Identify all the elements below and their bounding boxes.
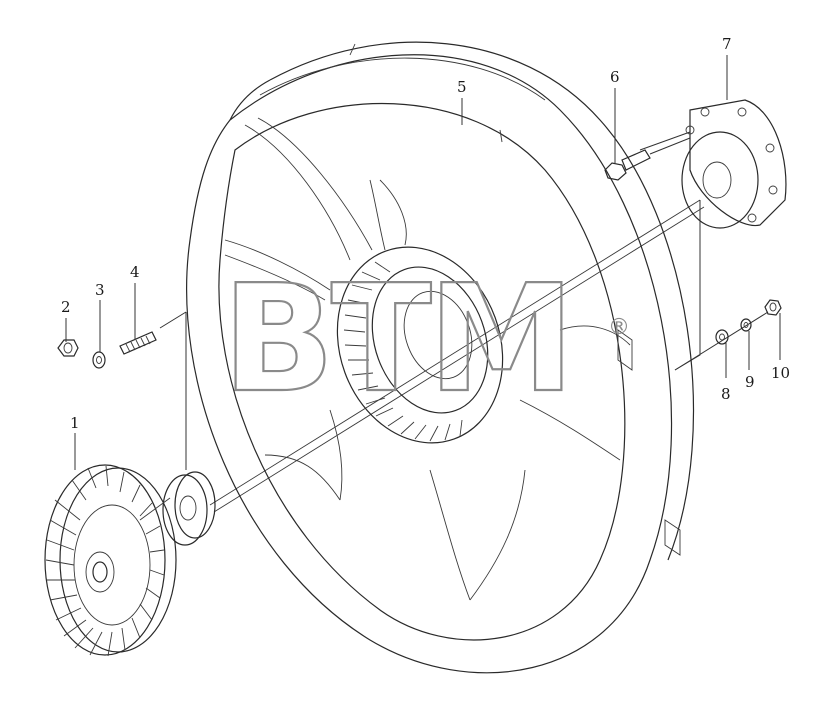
- callout-6: 6: [610, 68, 620, 86]
- callout-8: 8: [721, 385, 731, 403]
- callout-numbers: 1 2 3 4 5 6 7 8 9 10: [61, 35, 790, 432]
- watermark-text: BTM: [222, 253, 571, 425]
- callout-9: 9: [745, 373, 755, 391]
- flange-part-7: [681, 99, 787, 229]
- stud-part-4: [119, 331, 157, 355]
- nut-part-2: [57, 339, 79, 357]
- callout-4: 4: [130, 263, 140, 281]
- bolt-part-6: [604, 137, 691, 181]
- fan-assembly: [186, 41, 695, 674]
- washer-part-8: [715, 329, 729, 345]
- callout-7: 7: [722, 35, 732, 53]
- lock-washer-part-9: [740, 318, 752, 332]
- nut-part-10: [764, 299, 782, 316]
- fan-clutch: [44, 464, 216, 657]
- registered-mark: ®: [608, 315, 630, 340]
- callout-leaders: [65, 55, 781, 470]
- clutch-fins: [45, 465, 165, 657]
- washer-part-3: [92, 351, 106, 369]
- callout-1: 1: [70, 414, 80, 432]
- callout-5: 5: [457, 78, 467, 96]
- hub-ribs: [343, 261, 463, 442]
- callout-3: 3: [95, 281, 105, 299]
- watermark-logo: BTM ®: [221, 252, 630, 426]
- callout-10: 10: [771, 364, 790, 382]
- callout-2: 2: [61, 298, 71, 316]
- center-axis-lines: [159, 131, 769, 513]
